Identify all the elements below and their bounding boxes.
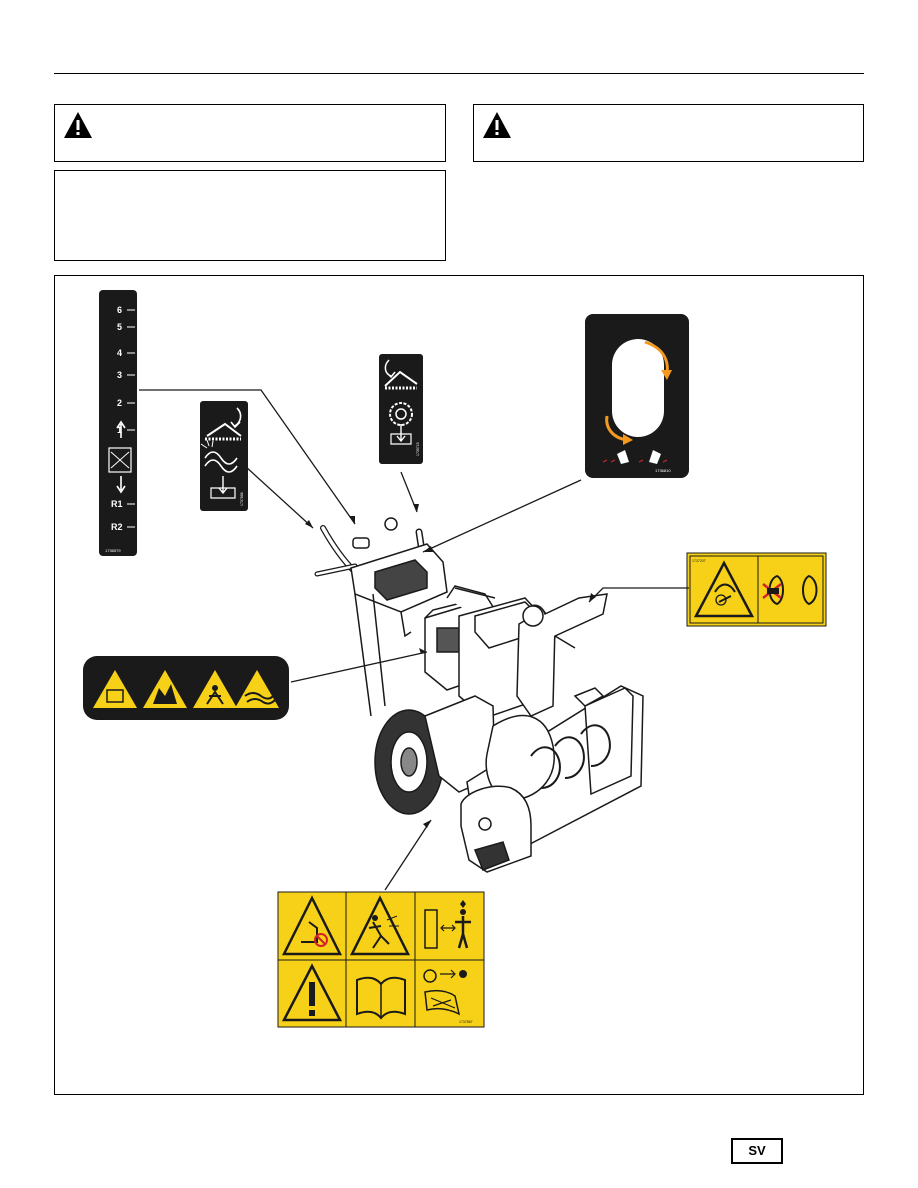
safety-decal: 1737867 [277,891,485,1028]
gear-label: 1 [117,425,122,435]
leader-arrowheads [305,504,596,828]
chute-decal-part-number: 1736810 [655,468,671,473]
gear-label: R1 [111,499,123,509]
warning-box-left [54,104,446,162]
hand-warning-decal: 1737207 [686,552,827,627]
drive-decal: 1735715 [379,354,423,464]
chute-decal: 1736810 [585,314,689,478]
auger-decal-part-number: 1737868 [240,492,244,506]
warning-box-right [473,104,864,162]
warning-triangle-icon [64,112,92,138]
engine-warning-decal [83,656,289,720]
safety-decal-part-number: 1737867 [459,1020,473,1024]
gear-label: 3 [117,370,122,380]
info-box [54,170,446,261]
language-badge: SV [731,1138,783,1164]
hand-warning-part-number: 1737207 [692,559,706,563]
gear-decal-part-number: 1736579 [105,548,121,553]
gear-label: 6 [117,305,122,315]
gear-label: 4 [117,348,122,358]
warning-triangle-icon [483,112,511,138]
auger-decal: 1737868 [200,401,248,511]
header-rule [54,73,864,74]
gear-label: R2 [111,522,123,532]
drive-decal-part-number: 1735715 [416,442,420,456]
gear-label: 5 [117,322,122,332]
gear-label: 2 [117,398,122,408]
snowblower-illustration [314,517,644,873]
